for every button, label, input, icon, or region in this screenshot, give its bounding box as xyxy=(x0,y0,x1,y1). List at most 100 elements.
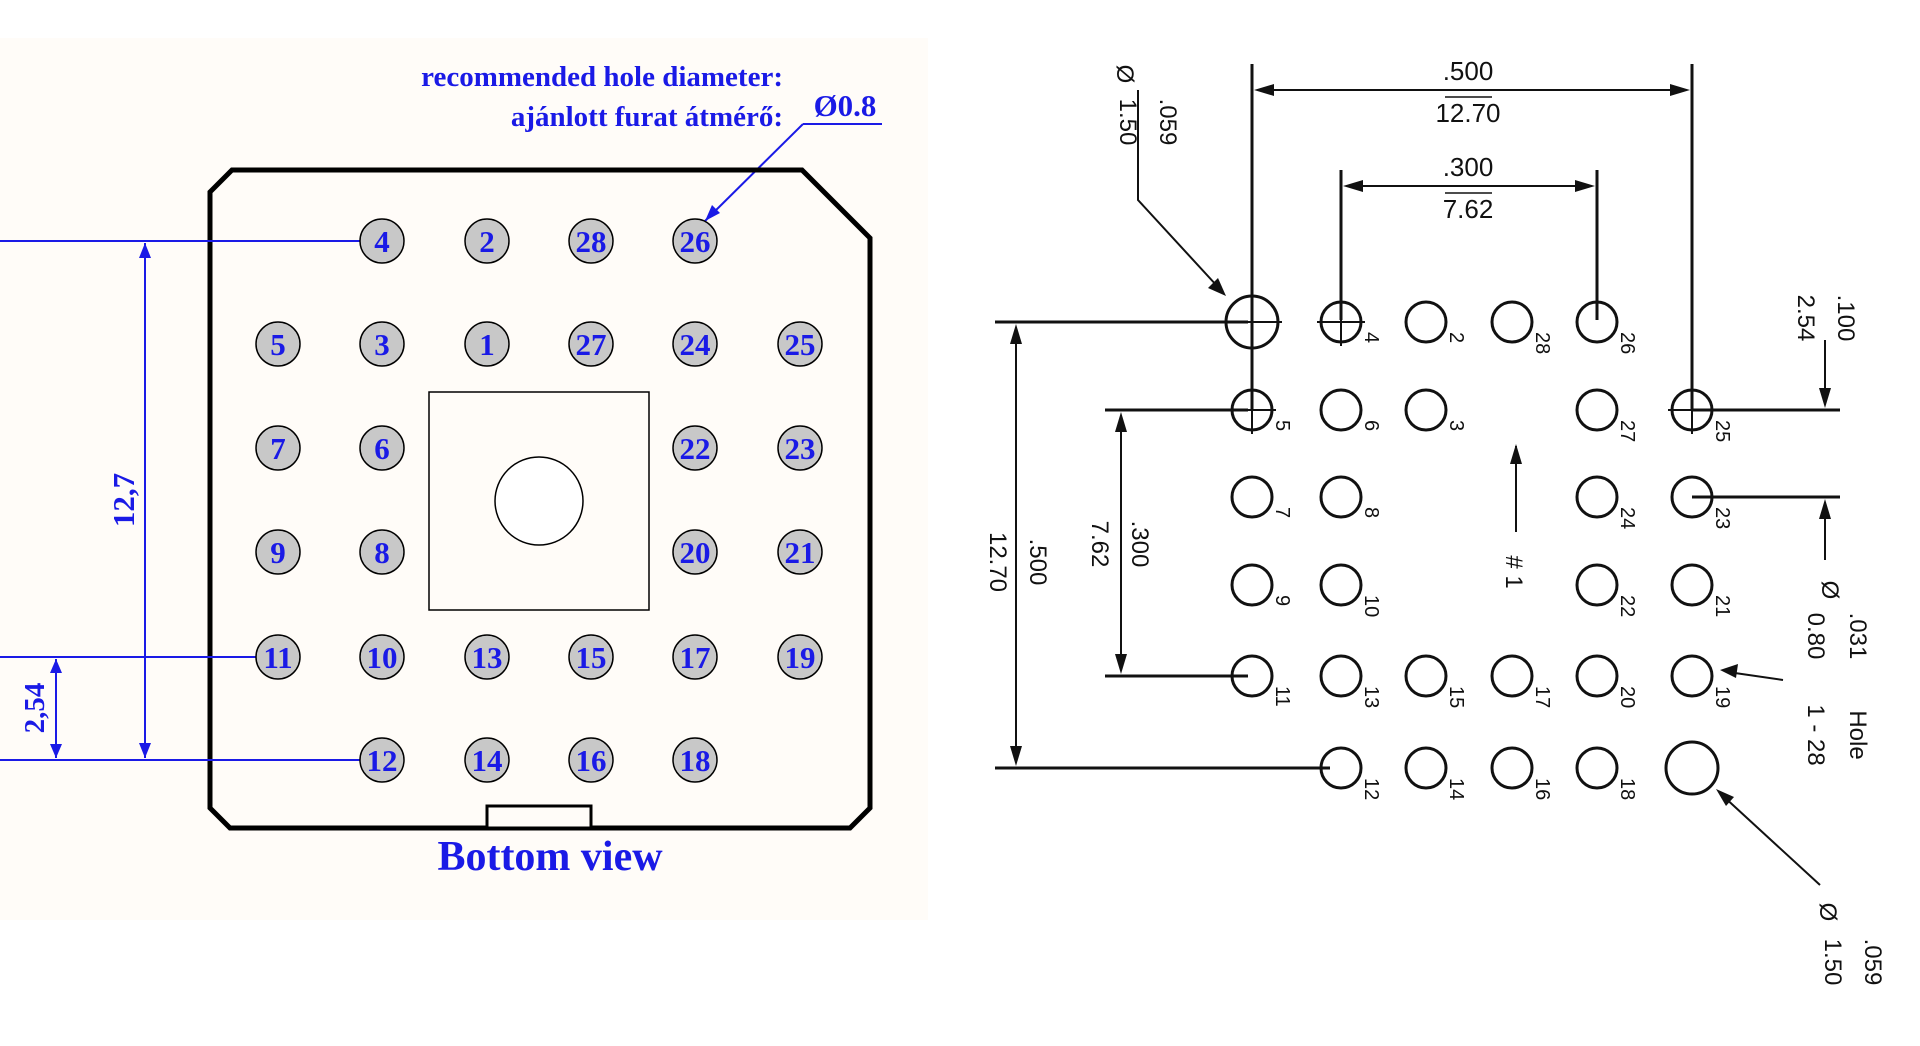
pin-2: 2 xyxy=(464,218,510,264)
pin-circle xyxy=(568,321,614,367)
hole-label: 20 xyxy=(1616,686,1638,708)
pin-label: 22 xyxy=(680,431,711,466)
pin-circle xyxy=(359,425,405,471)
pin-circle xyxy=(777,321,823,367)
pin-circle xyxy=(672,634,718,680)
hole-label: 14 xyxy=(1445,778,1467,800)
pin-circle xyxy=(568,218,614,264)
dim-top-inner-mm: 7.62 xyxy=(1443,194,1494,224)
pin-label: 25 xyxy=(785,327,816,362)
pin-circle xyxy=(255,634,301,680)
pin-7: 7 xyxy=(255,425,301,471)
hole-label: 24 xyxy=(1616,507,1638,529)
center-hole xyxy=(494,456,584,546)
pin-17: 17 xyxy=(672,634,718,680)
bottom-view-label: Bottom view xyxy=(437,834,663,880)
pin-circle xyxy=(672,737,718,783)
hole-13: 13 xyxy=(1319,654,1382,708)
hole-circle xyxy=(1575,300,1619,344)
pin-circle xyxy=(777,529,823,575)
pin-label: 11 xyxy=(263,640,292,675)
hole-label: 16 xyxy=(1531,778,1553,800)
hole-circle xyxy=(1575,746,1619,790)
pin-label: 26 xyxy=(680,224,711,259)
header-line-2: ajánlott furat átmérő: xyxy=(511,101,783,133)
pin-label: 18 xyxy=(680,743,711,778)
center-square xyxy=(428,391,650,611)
pin-circle xyxy=(359,321,405,367)
pin-label: 16 xyxy=(576,743,607,778)
hole-label: 11 xyxy=(1271,686,1293,707)
dim-arrowhead xyxy=(1254,84,1274,96)
pin-label: 14 xyxy=(472,743,503,778)
pin-circle xyxy=(672,529,718,575)
hole-label: 4 xyxy=(1360,332,1382,343)
pin-circle xyxy=(464,634,510,680)
hole-label: 8 xyxy=(1360,507,1382,518)
hole-circle xyxy=(1575,654,1619,698)
pin-label: 28 xyxy=(576,224,607,259)
hole-8: 8 xyxy=(1319,475,1382,519)
pin1-marker-label: # 1 xyxy=(1500,555,1527,588)
hole-circle xyxy=(1230,654,1274,698)
pin-circle xyxy=(464,218,510,264)
pin-circle xyxy=(359,218,405,264)
hole-label: 23 xyxy=(1711,507,1733,529)
dim-arrowhead xyxy=(1819,388,1831,408)
big-hole-top-in: .059 xyxy=(1154,99,1181,146)
pin-9: 9 xyxy=(255,529,301,575)
hole-label: 26 xyxy=(1616,332,1638,354)
leader-line xyxy=(1721,794,1821,886)
hole-circle xyxy=(1670,563,1714,607)
pin-21: 21 xyxy=(777,529,823,575)
pin-label: 24 xyxy=(680,327,711,362)
pin-label: 8 xyxy=(374,535,390,570)
dim-arrowhead xyxy=(1575,180,1595,192)
small-hole-in: .031 xyxy=(1844,613,1871,660)
dim-arrowhead xyxy=(1670,84,1690,96)
hole-label: 25 xyxy=(1711,420,1733,442)
hole-5: 5 xyxy=(1228,386,1293,434)
dim-pitch-in: .100 xyxy=(1832,295,1859,342)
dim-arrowhead xyxy=(50,744,62,758)
pin-circle xyxy=(359,529,405,575)
pin-circle xyxy=(568,634,614,680)
dim-arrowhead xyxy=(50,659,62,673)
dim-arrowhead xyxy=(139,243,151,258)
pin-circle xyxy=(777,425,823,471)
diameter-symbol: Ø xyxy=(1814,903,1841,922)
hole-label: 22 xyxy=(1616,595,1638,617)
hole-circle xyxy=(1490,746,1534,790)
small-hole-note: 1 - 28 xyxy=(1802,704,1829,765)
dim-arrowhead xyxy=(1115,412,1127,432)
hole-27: 27 xyxy=(1575,388,1638,442)
hole-label: 6 xyxy=(1360,420,1382,431)
hole-3: 3 xyxy=(1404,388,1467,432)
dim-top-outer-mm: 12.70 xyxy=(1435,98,1500,128)
hole-16: 16 xyxy=(1490,746,1553,800)
hole-circle xyxy=(1490,300,1534,344)
hole-circle xyxy=(1404,654,1448,698)
hole-4: 4 xyxy=(1317,298,1382,346)
hole-label: 7 xyxy=(1271,507,1293,518)
orientation-notch xyxy=(485,804,593,830)
pin-label: 27 xyxy=(576,327,607,362)
hole-2: 2 xyxy=(1404,300,1467,344)
hole-label: 28 xyxy=(1531,332,1553,354)
hole-26: 26 xyxy=(1575,300,1638,354)
pin-19: 19 xyxy=(777,634,823,680)
pin-5: 5 xyxy=(255,321,301,367)
leader-line xyxy=(1727,671,1784,681)
pin-label: 2 xyxy=(479,224,495,259)
hole-14: 14 xyxy=(1404,746,1467,800)
leader-arrowhead xyxy=(1716,789,1734,806)
pin-14: 14 xyxy=(464,737,510,783)
dim-top-outer-in: .500 xyxy=(1443,56,1494,86)
hole-circle xyxy=(1404,300,1448,344)
pin-20: 20 xyxy=(672,529,718,575)
pin-27: 27 xyxy=(568,321,614,367)
pin-circle xyxy=(672,321,718,367)
